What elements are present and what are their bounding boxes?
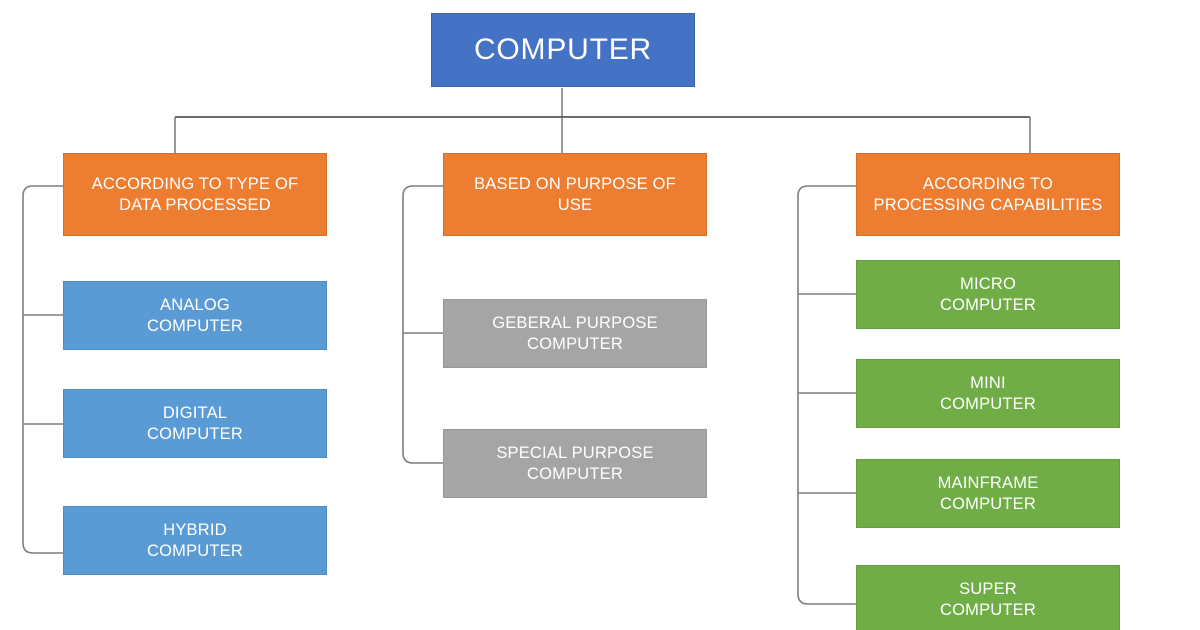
node-category-based-on-purpose-of-use[interactable]: BASED ON PURPOSE OF USE	[443, 153, 707, 236]
node-root-computer[interactable]: COMPUTER	[431, 13, 695, 87]
node-special-purpose-computer[interactable]: SPECIAL PURPOSE COMPUTER	[443, 429, 707, 498]
bracket-spine-right	[797, 185, 856, 605]
node-category-according-to-processing-capabilities[interactable]: ACCORDING TO PROCESSING CAPABILITIES	[856, 153, 1120, 236]
node-digital-computer[interactable]: DIGITAL COMPUTER	[63, 389, 327, 458]
node-micro-computer[interactable]: MICRO COMPUTER	[856, 260, 1120, 329]
node-geberal-purpose-computer[interactable]: GEBERAL PURPOSE COMPUTER	[443, 299, 707, 368]
node-mainframe-computer[interactable]: MAINFRAME COMPUTER	[856, 459, 1120, 528]
node-category-according-to-type-of-data-processed[interactable]: ACCORDING TO TYPE OF DATA PROCESSED	[63, 153, 327, 236]
node-analog-computer[interactable]: ANALOG COMPUTER	[63, 281, 327, 350]
node-super-computer[interactable]: SUPER COMPUTER	[856, 565, 1120, 630]
node-hybrid-computer[interactable]: HYBRID COMPUTER	[63, 506, 327, 575]
node-mini-computer[interactable]: MINI COMPUTER	[856, 359, 1120, 428]
bracket-spine-left	[22, 185, 63, 554]
bracket-spine-middle	[402, 185, 443, 464]
